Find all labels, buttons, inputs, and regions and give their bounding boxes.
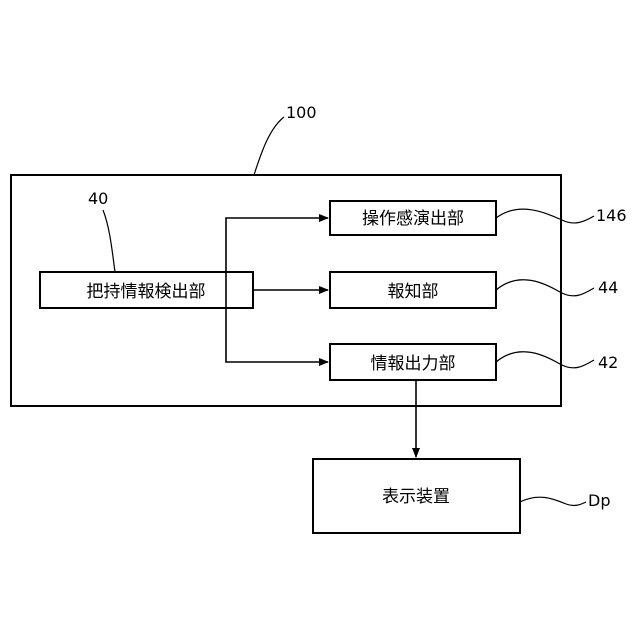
operation-feel-ref-label: 146 (596, 206, 627, 225)
operation-feel-label: 操作感演出部 (362, 209, 464, 229)
info-output-ref-leader (496, 352, 594, 368)
operation-feel-ref-leader (496, 209, 594, 223)
display-device-ref-leader (520, 497, 586, 505)
system-ref-leader (254, 117, 284, 175)
info-output-label: 情報出力部 (371, 354, 456, 374)
grip-detector-label: 把持情報検出部 (87, 282, 206, 302)
info-output-ref-label: 42 (598, 353, 618, 372)
display-device-label: 表示装置 (382, 487, 450, 507)
notification-ref-leader (496, 280, 594, 296)
notification-label: 報知部 (388, 282, 439, 302)
grip-detector-ref-label: 40 (88, 189, 108, 208)
display-device-ref-label: Dp (588, 491, 610, 510)
notification-ref-label: 44 (598, 278, 618, 297)
system-ref-label: 100 (286, 103, 317, 122)
grip-detector-ref-leader (103, 210, 115, 272)
